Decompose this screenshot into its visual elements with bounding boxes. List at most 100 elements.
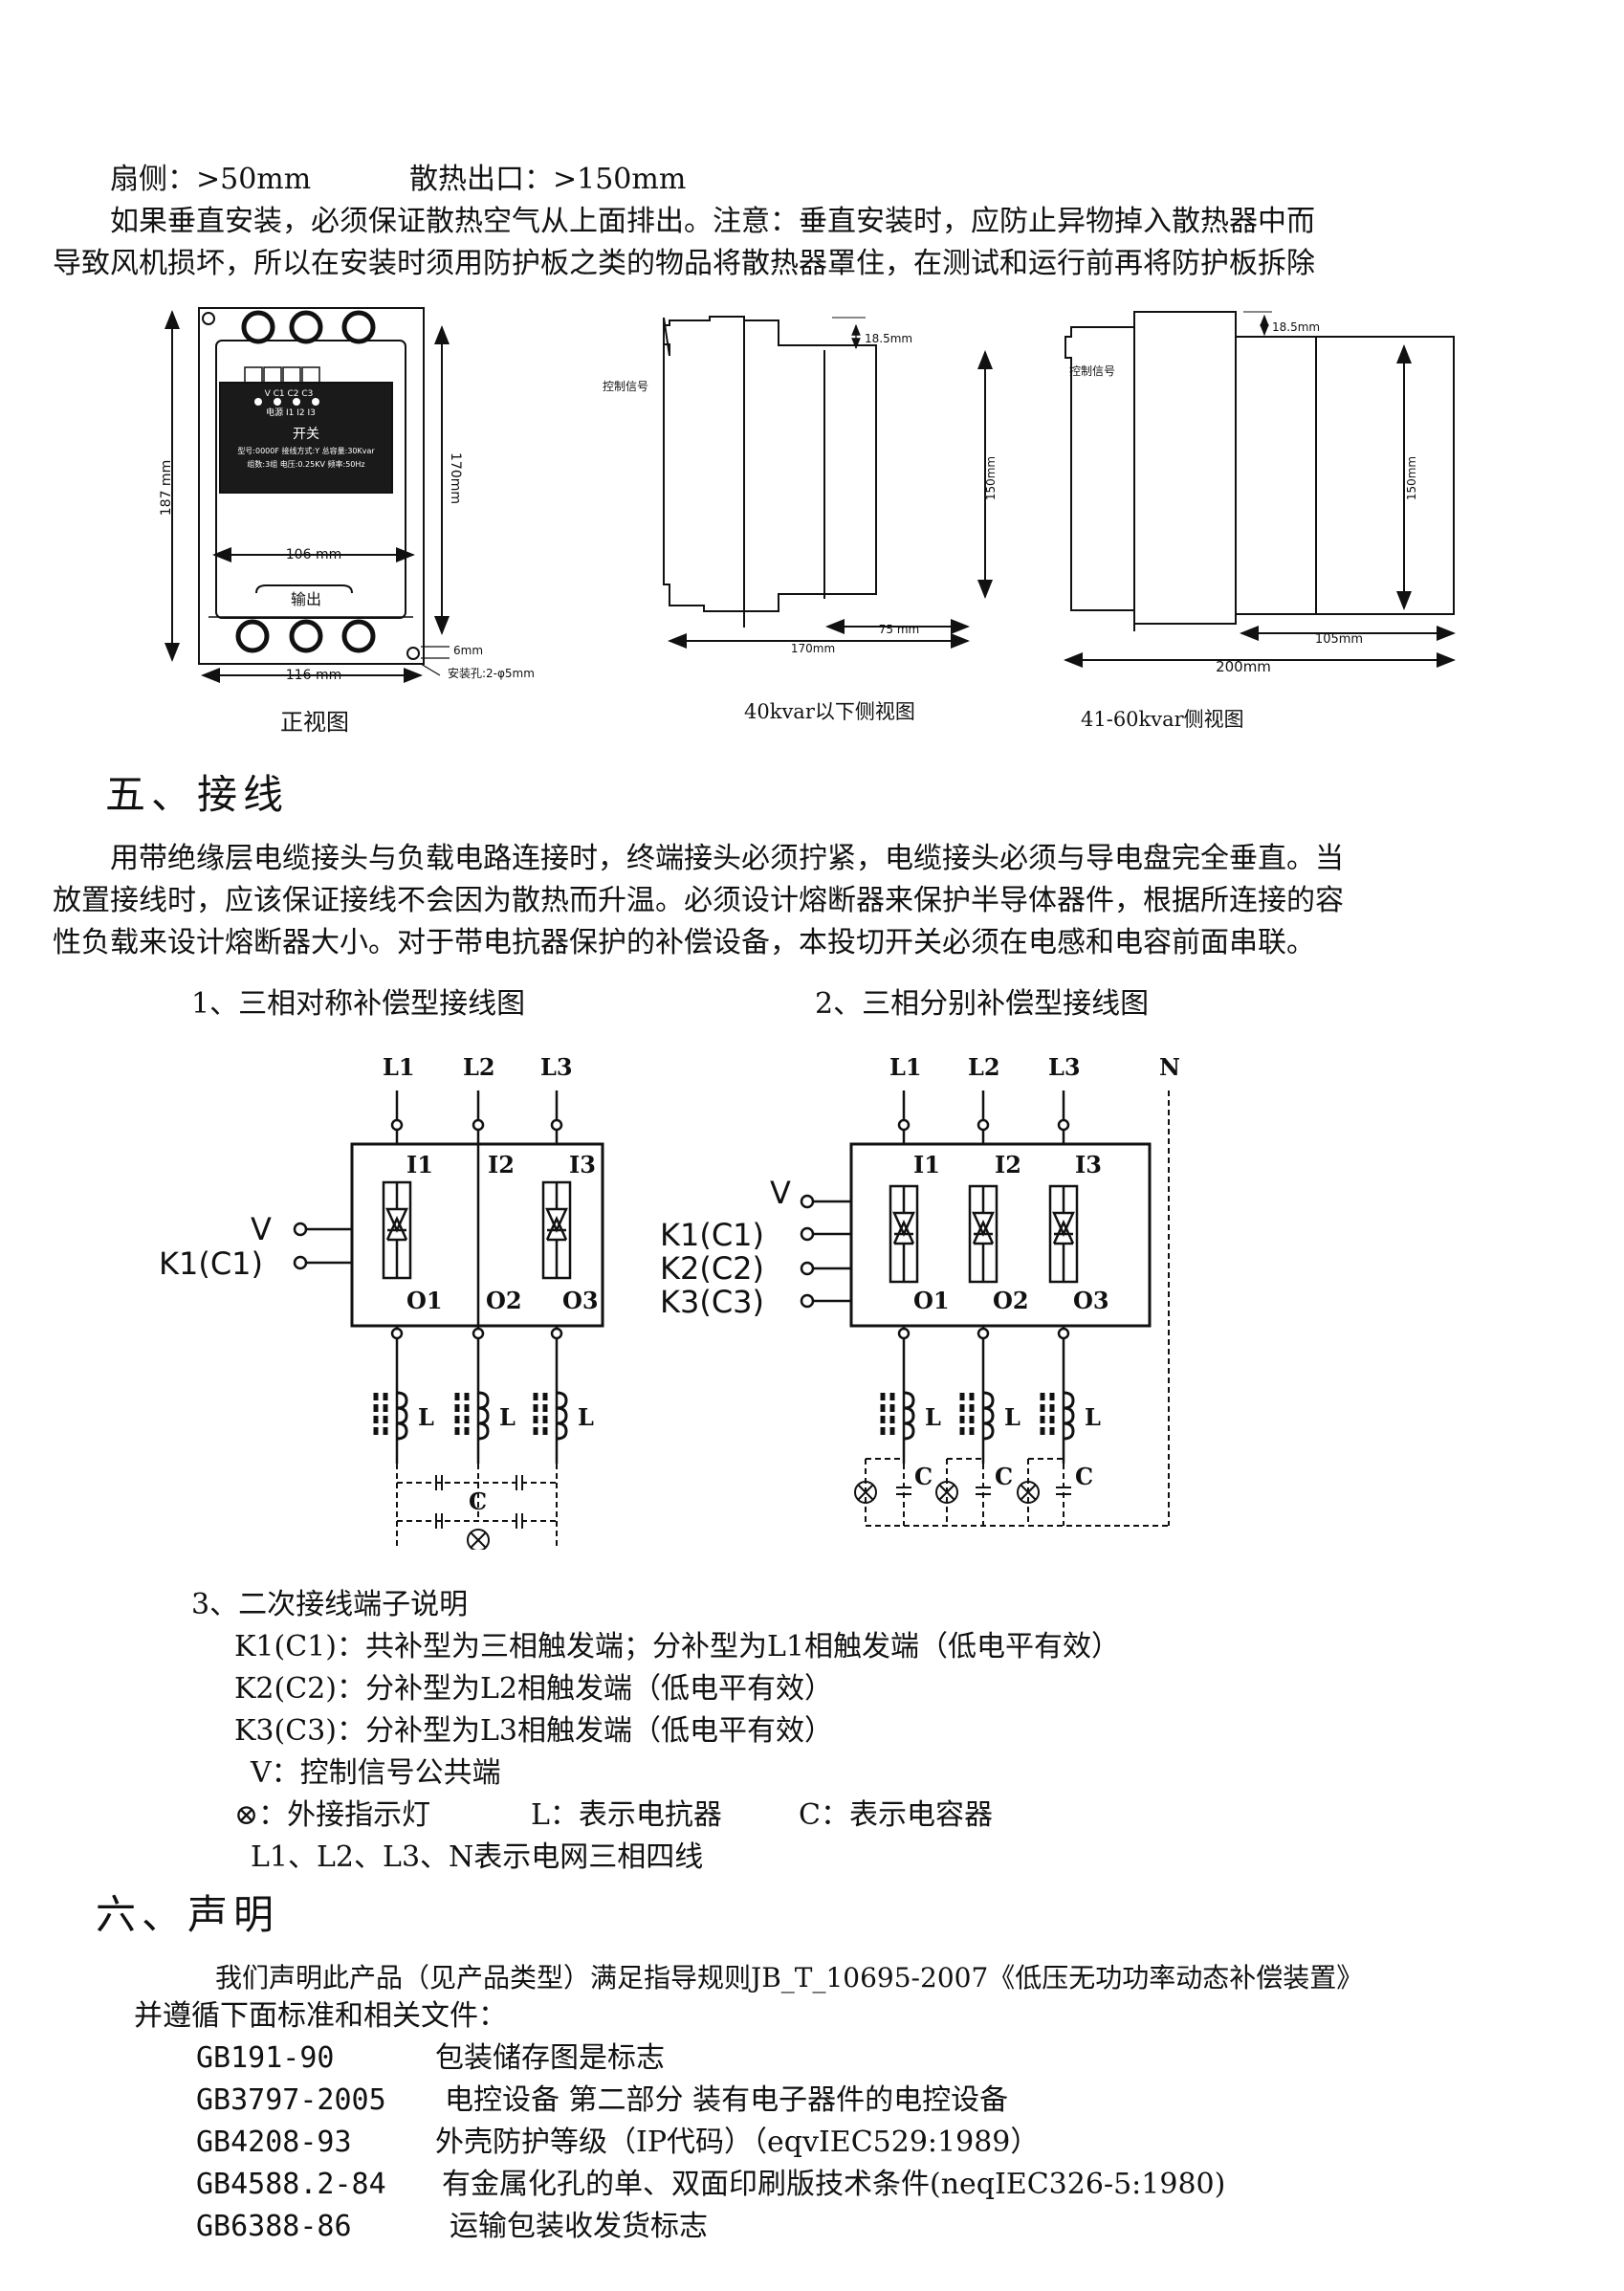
diagram-1-title: 1、三相对称补偿型接线图 bbox=[191, 987, 526, 1021]
side40-caption: 40kvar以下侧视图 bbox=[744, 700, 915, 723]
front-view bbox=[165, 307, 450, 683]
side-view-40 bbox=[663, 316, 993, 649]
d1-label-K1: K1(C1) bbox=[159, 1245, 263, 1282]
dim-105: 105mm bbox=[1315, 632, 1363, 647]
terminal-v: V：控制信号公共端 bbox=[251, 1756, 501, 1790]
standard-desc: 外壳防护等级（IP代码）（eqvIEC529:1989） bbox=[435, 2126, 1040, 2159]
d2-label-L3: L3 bbox=[1048, 1053, 1081, 1081]
standard-code: GB4208-93 bbox=[196, 2126, 352, 2159]
d1-label-V: V bbox=[251, 1211, 272, 1247]
dim-187: 187 mm bbox=[159, 460, 174, 516]
wiring-paragraph-3: 性负载来设计熔断器大小。对于带电抗器保护的补偿设备，本投切开关必须在电感和电容前… bbox=[53, 926, 1315, 959]
diagram-1 bbox=[306, 1090, 604, 1550]
d2-label-O2: O2 bbox=[993, 1287, 1029, 1314]
wiring-paragraph-2: 放置接线时，应该保证接线不会因为散热而升温。必须设计熔断器来保护半导体器件，根据… bbox=[53, 884, 1344, 917]
dim-116: 116 mm bbox=[286, 668, 341, 683]
d1-label-I2: I2 bbox=[488, 1151, 515, 1179]
output-label: 输出 bbox=[291, 590, 321, 608]
dim-170-side: 170mm bbox=[791, 642, 835, 655]
d1-label-I1: I1 bbox=[406, 1151, 433, 1179]
standard-desc: 电控设备 第二部分 装有电子器件的电控设备 bbox=[445, 2083, 1009, 2117]
d1-label-L-1: L bbox=[418, 1403, 434, 1431]
d2-label-C-2: C bbox=[995, 1463, 1013, 1490]
d1-label-O2: O2 bbox=[486, 1287, 522, 1314]
control-signal-label-40: 控制信号 bbox=[603, 380, 648, 393]
d1-label-C: C bbox=[469, 1487, 487, 1515]
d1-label-L3: L3 bbox=[540, 1053, 573, 1081]
d2-label-C-1: C bbox=[914, 1463, 933, 1490]
d2-label-L-1: L bbox=[925, 1403, 941, 1431]
d2-label-K3: K3(C3) bbox=[660, 1284, 764, 1320]
control-signal-label-60: 控制信号 bbox=[1069, 364, 1115, 378]
d2-label-L2: L2 bbox=[968, 1053, 1000, 1081]
dim-75: 75 mm bbox=[879, 623, 919, 636]
panel-title: 开关 bbox=[293, 427, 319, 442]
dim-200: 200mm bbox=[1216, 658, 1271, 675]
panel-spec-1: 型号:0000F 接线方式:Y 总容量:30Kvar bbox=[237, 446, 375, 455]
d2-label-L1: L1 bbox=[889, 1053, 922, 1081]
section-5-heading: 五、接线 bbox=[105, 771, 290, 818]
declaration-paragraph-1: 我们声明此产品（见产品类型）满足指导规则JB_T_10695-2007《低压无功… bbox=[215, 1962, 1364, 1994]
section-6-heading: 六、声明 bbox=[96, 1891, 280, 1938]
terminal-k2: K2(C2)：分补型为L2相触发端（低电平有效） bbox=[234, 1672, 833, 1706]
terminal-lamp: ⊗：外接指示灯 bbox=[234, 1798, 431, 1832]
front-panel bbox=[219, 382, 393, 494]
d1-label-L2: L2 bbox=[463, 1053, 495, 1081]
standard-code: GB3797-2005 bbox=[196, 2083, 386, 2117]
d1-label-O3: O3 bbox=[562, 1287, 599, 1314]
install-paragraph-1: 如果垂直安装，必须保证散热空气从上面排出。注意：垂直安装时，应防止异物掉入散热器… bbox=[110, 205, 1315, 238]
declaration-paragraph-2: 并遵循下面标准和相关文件： bbox=[134, 1999, 507, 2033]
standard-code: GB191-90 bbox=[196, 2041, 335, 2075]
d1-label-L1: L1 bbox=[383, 1053, 415, 1081]
terminal-k1: K1(C1)：共补型为三相触发端；分补型为L1相触发端（低电平有效） bbox=[234, 1630, 1120, 1663]
d2-label-O1: O1 bbox=[913, 1287, 950, 1314]
dim-18-5-60: 18.5mm bbox=[1272, 320, 1320, 334]
d2-label-N: N bbox=[1159, 1053, 1180, 1081]
d1-label-L-3: L bbox=[578, 1403, 594, 1431]
side60-caption: 41-60kvar侧视图 bbox=[1081, 708, 1244, 731]
standard-desc: 包装储存图是标志 bbox=[435, 2041, 665, 2075]
d2-label-I2: I2 bbox=[995, 1151, 1021, 1179]
d2-label-L-2: L bbox=[1004, 1403, 1020, 1431]
standard-desc: 有金属化孔的单、双面印刷版技术条件(neqIEC326-5:1980) bbox=[442, 2168, 1226, 2201]
wiring-paragraph-1: 用带绝缘层电缆接头与负载电路连接时，终端接头必须拧紧，电缆接头必须与导电盘完全垂… bbox=[110, 842, 1344, 875]
d1-label-I3: I3 bbox=[569, 1151, 596, 1179]
install-paragraph-2: 导致风机损坏，所以在安装时须用防护板之类的物品将散热器罩住，在测试和运行前再将防… bbox=[53, 247, 1315, 280]
dim-170: 170mm bbox=[448, 452, 463, 504]
d1-label-O1: O1 bbox=[406, 1287, 443, 1314]
terminal-capacitor: C：表示电容器 bbox=[799, 1798, 993, 1832]
dim-18-5-40: 18.5mm bbox=[865, 332, 912, 345]
d2-label-O3: O3 bbox=[1073, 1287, 1109, 1314]
dimension-drawings: V C1 C2 C3 电源 I1 I2 I3 开关 型号:0000F 接线方式:… bbox=[159, 307, 1456, 683]
d2-label-I3: I3 bbox=[1075, 1151, 1102, 1179]
standard-code: GB4588.2-84 bbox=[196, 2168, 386, 2201]
diagram-2 bbox=[813, 1090, 1170, 1527]
d1-label-L-2: L bbox=[499, 1403, 516, 1431]
d2-label-K2: K2(C2) bbox=[660, 1250, 764, 1287]
terminal-k3: K3(C3)：分补型为L3相触发端（低电平有效） bbox=[234, 1714, 833, 1748]
panel-led-labels: 电源 I1 I2 I3 bbox=[266, 407, 316, 418]
panel-terminal-labels: V C1 C2 C3 bbox=[265, 389, 314, 399]
d2-label-L-3: L bbox=[1085, 1403, 1101, 1431]
terminal-lines: L1、L2、L3、N表示电网三相四线 bbox=[251, 1840, 704, 1874]
dim-150-40: 150mm bbox=[984, 456, 998, 500]
dim-6mm: 6mm bbox=[453, 644, 483, 657]
side-view-60 bbox=[1064, 311, 1456, 668]
panel-spec-2: 组数:3组 电压:0.25KV 频率:50Hz bbox=[247, 459, 364, 469]
d2-label-V: V bbox=[770, 1175, 791, 1211]
dim-106: 106 mm bbox=[286, 547, 341, 562]
front-view-caption: 正视图 bbox=[280, 709, 349, 736]
front-housing bbox=[198, 307, 425, 665]
outlet-clearance: 散热出口：>150mm bbox=[409, 163, 687, 196]
d2-label-C-3: C bbox=[1075, 1463, 1093, 1490]
standard-desc: 运输包装收发货标志 bbox=[450, 2210, 708, 2243]
terminal-title: 3、二次接线端子说明 bbox=[191, 1588, 469, 1621]
terminal-reactor: L：表示电抗器 bbox=[531, 1798, 722, 1832]
diagram-2-title: 2、三相分别补偿型接线图 bbox=[815, 987, 1150, 1021]
wiring-diagrams: L1 L2 L3 I1 I2 I3 O1 O2 O3 L L L C V K1(… bbox=[159, 1053, 1180, 1550]
standard-code: GB6388-86 bbox=[196, 2210, 352, 2243]
d2-label-K1: K1(C1) bbox=[660, 1217, 764, 1253]
fan-side-clearance: 扇侧：>50mm bbox=[110, 163, 312, 196]
d2-label-I1: I1 bbox=[913, 1151, 940, 1179]
mount-hole-note: 安装孔:2-φ5mm bbox=[448, 666, 535, 680]
